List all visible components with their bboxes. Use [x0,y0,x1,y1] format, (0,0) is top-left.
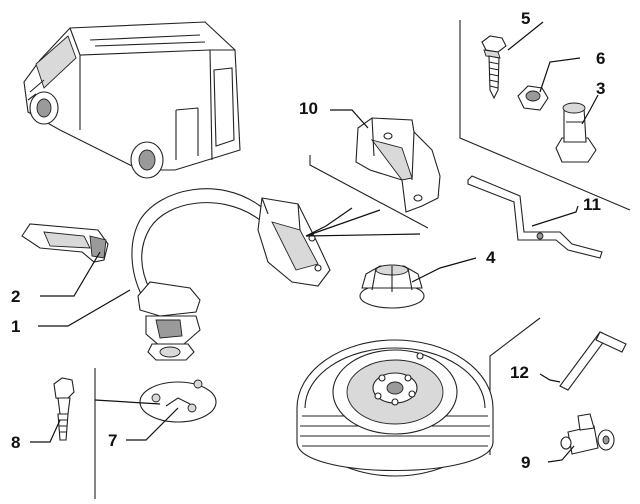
callout-6: 6 [596,49,606,68]
callout-3: 3 [596,79,606,98]
part-spare-tire [296,339,494,477]
part-mount-plate [139,379,217,423]
part-support-pad [359,264,425,309]
part-nut [517,85,549,111]
callout-11: 11 [583,195,601,214]
leader-lines [30,21,599,463]
part-bracket [355,117,441,213]
callout-2: 2 [11,287,21,306]
part-stud-bolt [53,377,75,441]
part-cap-nut [555,102,597,163]
part-plate [21,223,109,263]
callout-4: 4 [486,248,496,267]
part-rod [467,175,603,259]
callout-10: 10 [299,99,318,118]
part-wheel-carrier [131,188,331,361]
part-bolt [481,35,507,100]
callout-1: 1 [11,317,21,336]
callout-9: 9 [521,453,531,472]
callout-7: 7 [108,431,118,450]
van-illustration [23,21,241,179]
part-tee-fitting [560,413,615,455]
callout-5: 5 [521,9,531,28]
callout-12: 12 [510,363,529,382]
part-hex-key [559,331,627,391]
callout-8: 8 [11,433,21,452]
